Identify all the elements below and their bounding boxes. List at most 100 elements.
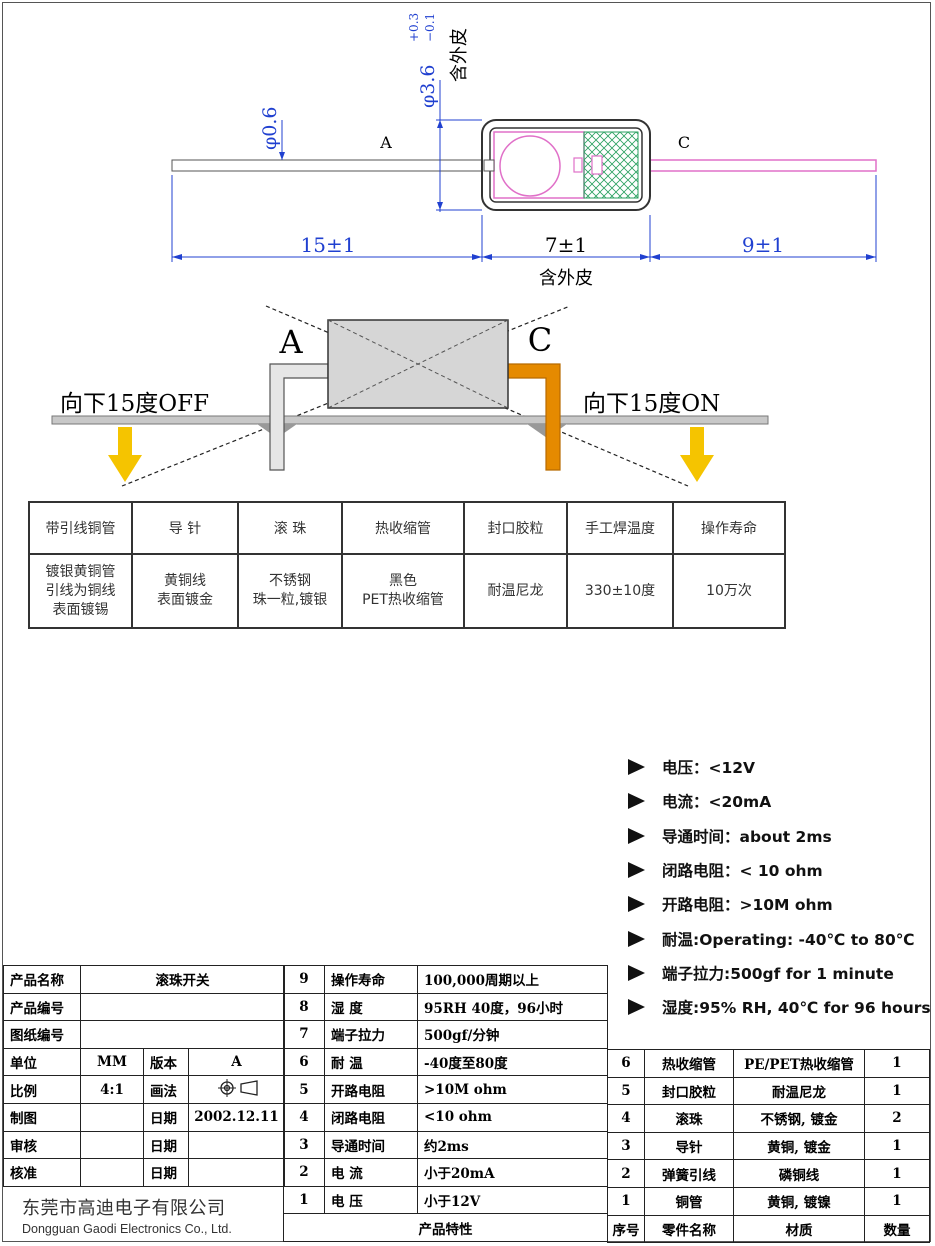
spec-list: 电压：<12V 电流：<20mA 导通时间：about 2ms 闭路电阻：< 1… — [628, 750, 931, 1024]
version-value: A — [188, 1047, 285, 1077]
bom-header-material: 材质 — [733, 1214, 865, 1244]
bullet-triangle-icon — [628, 862, 645, 879]
bom-material: 耐温尼龙 — [733, 1076, 865, 1106]
approver-label: 核准 — [3, 1158, 81, 1187]
mount-terminal-a: A — [278, 323, 303, 361]
char-no: 1 — [283, 1185, 325, 1215]
mat-value-solder-temp: 330±10度 — [566, 553, 674, 629]
char-value: 95RH 40度，96小时 — [417, 992, 608, 1022]
mat-value-pin: 黄铜线表面镀金 — [131, 553, 239, 629]
char-value: <10 ohm — [417, 1102, 608, 1132]
bom-no: 4 — [607, 1104, 645, 1133]
bom-qty: 1 — [864, 1076, 930, 1106]
date-label: 日期 — [143, 1102, 189, 1132]
bom-part: 铜管 — [644, 1186, 734, 1216]
materials-table: 带引线铜管 导 针 滚 珠 热收缩管 封口胶粒 手工焊温度 操作寿命 镀银黄铜管… — [28, 501, 786, 629]
char-name: 电 压 — [324, 1185, 418, 1215]
char-no: 3 — [283, 1130, 325, 1160]
drafter-label: 制图 — [3, 1102, 81, 1132]
mat-value-seal: 耐温尼龙 — [463, 553, 568, 629]
char-value: 小于12V — [417, 1185, 608, 1215]
product-no-label: 产品编号 — [3, 992, 81, 1022]
mat-header-tube: 带引线铜管 — [28, 501, 133, 555]
bom-material: 磷铜线 — [733, 1159, 865, 1188]
spec-item: 导通时间：about 2ms — [628, 819, 931, 853]
pcb-board — [51, 415, 769, 425]
tilt-off-label: 向下15度OFF — [60, 391, 209, 417]
char-name: 端子拉力 — [324, 1020, 418, 1049]
char-value: 100,000周期以上 — [417, 965, 608, 994]
spec-item: 闭路电阻：< 10 ohm — [628, 853, 931, 887]
body-diameter-note: 含外皮 — [449, 28, 470, 82]
len-c-label: 9±1 — [742, 233, 784, 257]
down-arrow-off — [108, 427, 142, 482]
company-name-en: Dongguan Gaodi Electronics Co., Ltd. — [22, 1222, 232, 1236]
char-no: 6 — [283, 1047, 325, 1077]
mat-value-ball: 不锈钢珠一粒,镀银 — [237, 553, 343, 629]
body-tol-upper: +0.3 — [407, 13, 421, 42]
char-name: 湿 度 — [324, 992, 418, 1022]
char-no: 4 — [283, 1102, 325, 1132]
mat-value-life: 10万次 — [672, 553, 786, 629]
lead-a-entry — [483, 159, 495, 172]
scale-label: 比例 — [3, 1075, 81, 1104]
bom-no: 1 — [607, 1186, 645, 1216]
tilt-diagram: A C 向下15度OFF 向下15度ON — [51, 305, 769, 487]
product-name-label: 产品名称 — [3, 965, 81, 994]
drawing-no-value — [80, 1020, 285, 1049]
char-footer: 产品特性 — [283, 1213, 608, 1242]
mat-value-tube: 镀银黄铜管引线为铜线表面镀锡 — [28, 553, 133, 629]
char-name: 导通时间 — [324, 1130, 418, 1160]
product-no-value — [80, 992, 285, 1022]
reviewer-value — [80, 1130, 144, 1160]
char-no: 2 — [283, 1158, 325, 1187]
char-value: >10M ohm — [417, 1075, 608, 1104]
spec-item: 电压：<12V — [628, 750, 931, 784]
title-block-left: 产品名称 滚珠开关 产品编号 图纸编号 单位 MM 版本 A 比例 4:1 画法… — [3, 965, 285, 1187]
bom-qty: 1 — [864, 1049, 930, 1078]
approve-date-value — [188, 1158, 285, 1187]
char-name: 开路电阻 — [324, 1075, 418, 1104]
bom-material: PE/PET热收缩管 — [733, 1049, 865, 1078]
unit-label: 单位 — [3, 1047, 81, 1077]
review-date-value — [188, 1130, 285, 1160]
pin-head — [573, 157, 583, 173]
bom-qty: 1 — [864, 1159, 930, 1188]
char-value: 小于20mA — [417, 1158, 608, 1187]
bom-no: 6 — [607, 1049, 645, 1078]
projection-symbol — [188, 1075, 285, 1104]
len-body-label: 7±1 — [545, 233, 587, 257]
mat-header-pin: 导 针 — [131, 501, 239, 555]
bom-material: 黄铜, 镀镍 — [733, 1186, 865, 1216]
bom-part: 滚珠 — [644, 1104, 734, 1133]
drafter-value — [80, 1102, 144, 1132]
method-label: 画法 — [143, 1075, 189, 1104]
bom-header-no: 序号 — [607, 1214, 645, 1244]
bom-part: 热收缩管 — [644, 1049, 734, 1078]
mat-header-shrink: 热收缩管 — [341, 501, 465, 555]
product-name-value: 滚珠开关 — [80, 965, 285, 994]
scale-value: 4:1 — [80, 1075, 144, 1104]
bom-qty: 1 — [864, 1131, 930, 1161]
approver-value — [80, 1158, 144, 1187]
bom-no: 2 — [607, 1159, 645, 1188]
version-label: 版本 — [143, 1047, 189, 1077]
bullet-triangle-icon — [628, 793, 645, 810]
review-date-label: 日期 — [143, 1130, 189, 1160]
char-no: 7 — [283, 1020, 325, 1049]
terminal-c-label: C — [678, 133, 690, 152]
char-name: 耐 温 — [324, 1047, 418, 1077]
char-name: 操作寿命 — [324, 965, 418, 994]
bullet-triangle-icon — [628, 759, 645, 776]
projection-symbol-icon — [217, 1078, 258, 1097]
mat-header-ball: 滚 珠 — [237, 501, 343, 555]
